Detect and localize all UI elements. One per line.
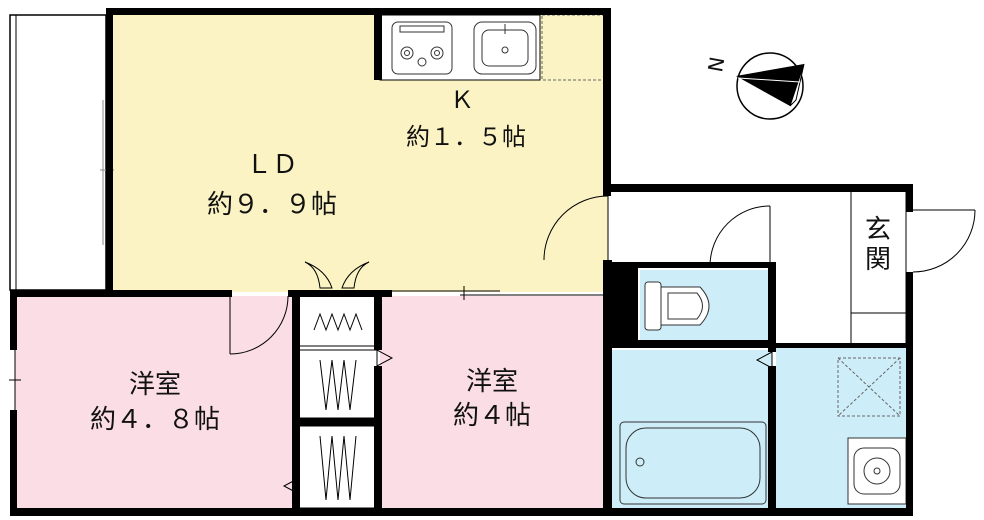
ld-name: ＬＤ [246, 150, 298, 180]
sliding-door-western-2[interactable] [392, 286, 606, 300]
shoe-closet [850, 189, 907, 346]
western-room-2-size: 約４帖 [453, 401, 531, 431]
bathroom-fill [612, 350, 772, 510]
western-room-1-size: 約４．８帖 [90, 405, 220, 435]
kitchen-name: Ｋ [450, 86, 474, 114]
entrance-label: 玄関 [865, 215, 891, 275]
western-room-1-name: 洋室 [129, 370, 181, 400]
balcony [9, 14, 107, 291]
western-room-1-fill [15, 296, 295, 508]
door-ld-entry[interactable] [543, 195, 609, 261]
bathtub-icon [619, 421, 767, 505]
closet-upper [298, 295, 378, 347]
stove-icon [391, 21, 453, 75]
western-room-2-fill [380, 296, 608, 508]
sliding-door-western-1[interactable] [9, 350, 21, 410]
washbasin-icon [847, 437, 907, 505]
closet-middle [298, 349, 378, 419]
door-western-1[interactable] [229, 295, 289, 355]
closet-lower [298, 425, 378, 509]
kitchen-size: 約１．５帖 [406, 123, 526, 151]
toilet-icon [644, 281, 710, 331]
ld-size: 約９．９帖 [207, 190, 337, 220]
washing-machine-pan [837, 357, 901, 417]
compass-icon [736, 52, 805, 120]
sink-icon [473, 21, 537, 75]
compass-north-label: N [703, 55, 729, 74]
western-room-2-name: 洋室 [466, 367, 518, 397]
walls [10, 8, 913, 516]
door-hall[interactable] [709, 205, 771, 267]
closet-door-mark-1 [376, 349, 394, 367]
door-front[interactable] [912, 209, 976, 273]
door-closet-double[interactable] [304, 261, 370, 289]
bath-door-mark [755, 351, 773, 369]
